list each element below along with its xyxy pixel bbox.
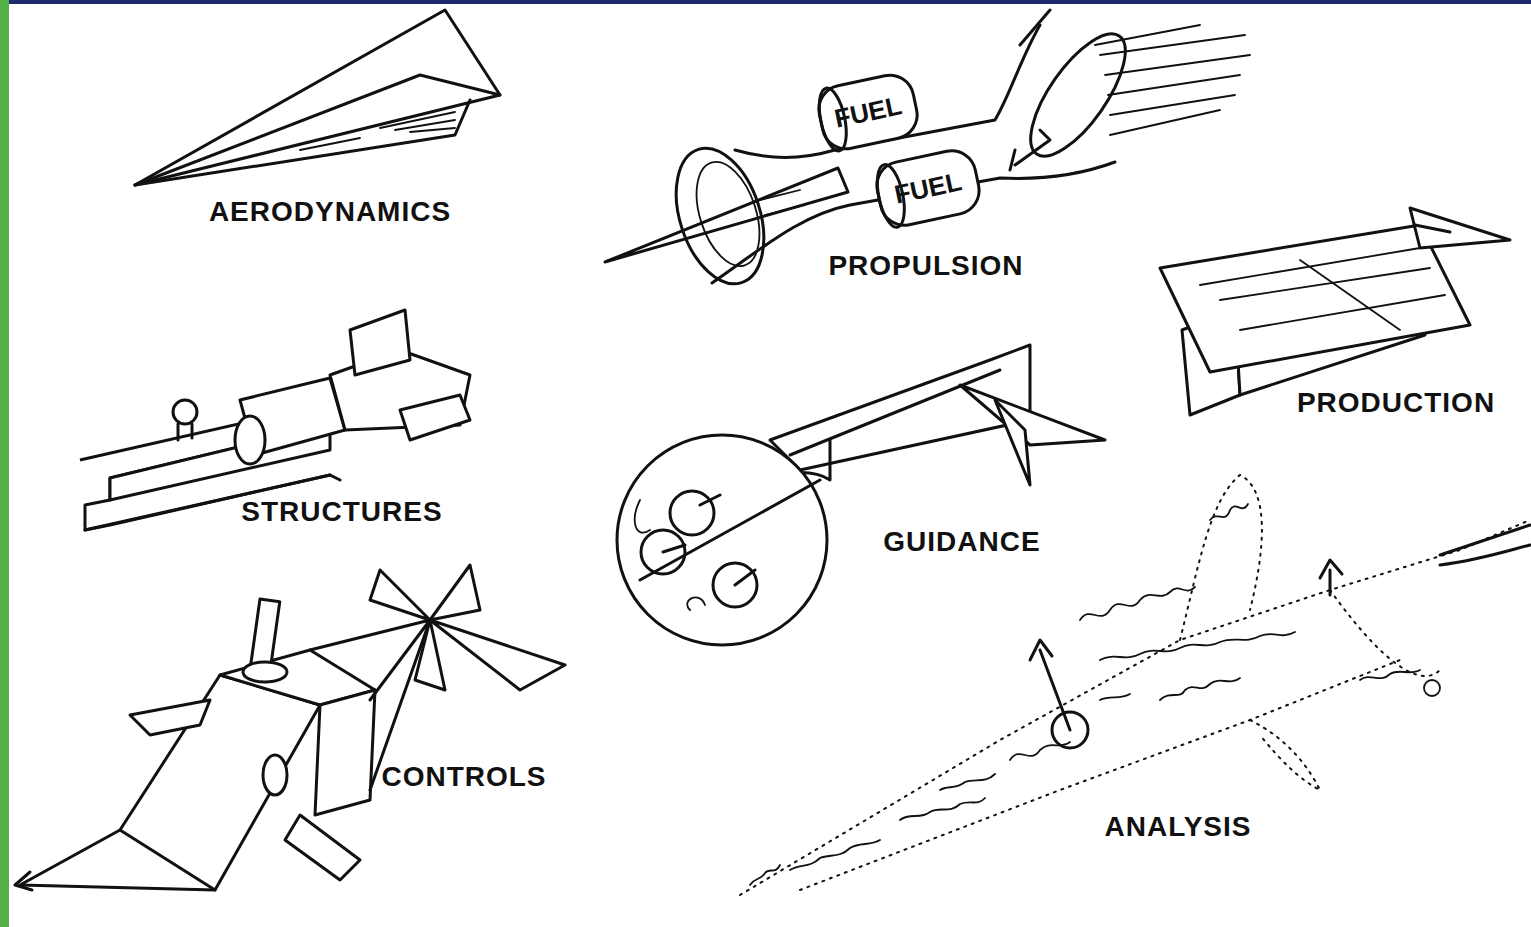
control-section-part xyxy=(415,620,445,690)
analysis-sketch-part xyxy=(1424,680,1440,696)
analysis-sketch-part xyxy=(800,660,1400,890)
analysis-sketch xyxy=(740,475,1530,895)
control-section-part xyxy=(15,872,32,890)
structural-parts-part xyxy=(173,400,197,424)
guided-missile-part xyxy=(960,385,1105,445)
analysis-sketch-part xyxy=(900,798,985,820)
structural-parts-part xyxy=(350,310,410,375)
control-section-part xyxy=(250,599,280,671)
analysis-sketch-part xyxy=(1250,720,1320,790)
control-section-part xyxy=(120,675,320,890)
ramjet-part-part xyxy=(872,146,983,229)
analysis-sketch-part xyxy=(1030,640,1070,730)
guided-missile-part xyxy=(617,435,827,645)
ramjet-part xyxy=(1095,25,1250,135)
analysis-sketch-part xyxy=(750,840,880,885)
wooden-model xyxy=(1160,208,1510,415)
analysis-sketch-part xyxy=(1100,678,1240,700)
control-section-part xyxy=(243,662,287,682)
discipline-label: STRUCTURES xyxy=(241,498,442,526)
analysis-sketch-part xyxy=(740,520,1530,895)
ramjet-part-part xyxy=(814,71,921,154)
control-section-part xyxy=(315,690,375,815)
paper-plane xyxy=(135,10,500,185)
analysis-sketch-part xyxy=(940,742,1070,790)
discipline-label: GUIDANCE xyxy=(883,528,1040,556)
ramjet-part xyxy=(872,146,983,229)
guided-missile-part xyxy=(635,500,705,610)
discipline-label: ANALYSIS xyxy=(1104,813,1251,841)
control-section-part xyxy=(20,830,215,890)
ramjet-part xyxy=(814,71,921,154)
discipline-label: CONTROLS xyxy=(381,763,546,791)
analysis-sketch-part xyxy=(1180,475,1262,640)
ramjet-part xyxy=(735,25,1040,158)
structural-parts-part xyxy=(178,424,192,440)
ramjet-part xyxy=(1014,20,1142,170)
paper-plane-part xyxy=(300,112,455,150)
structural-parts xyxy=(80,310,470,530)
structural-parts-part xyxy=(400,395,470,440)
page-frame-part xyxy=(0,0,1531,4)
control-section-part xyxy=(430,565,480,620)
paper-plane-part xyxy=(135,100,470,185)
page-frame-part xyxy=(0,0,9,927)
ramjet xyxy=(605,10,1250,295)
guided-missile xyxy=(617,345,1105,645)
wooden-model-part xyxy=(1200,248,1445,330)
paper-plane-part xyxy=(135,10,500,185)
structural-parts-part xyxy=(235,416,265,464)
control-section-part xyxy=(430,620,565,690)
discipline-label: PRODUCTION xyxy=(1297,389,1495,417)
analysis-sketch-part xyxy=(1210,504,1420,680)
control-section-part xyxy=(285,815,360,880)
ramjet-part xyxy=(605,168,848,262)
analysis-sketch-part xyxy=(1320,560,1342,595)
analysis-sketch-part xyxy=(1440,525,1530,565)
guided-missile-part xyxy=(640,480,820,585)
control-section xyxy=(15,565,565,890)
analysis-sketch-part xyxy=(1080,587,1195,620)
control-section-part xyxy=(263,755,287,795)
ramjet-part xyxy=(685,154,772,274)
paper-plane-part xyxy=(135,75,500,185)
ramjet-part xyxy=(760,190,805,215)
analysis-sketch-part xyxy=(1100,632,1295,660)
control-section-part xyxy=(130,700,210,735)
ramjet-part xyxy=(660,137,779,295)
ramjet-part xyxy=(1010,10,1050,170)
control-section-part xyxy=(370,570,430,620)
discipline-label: AERODYNAMICS xyxy=(209,198,451,226)
wooden-model-part xyxy=(1415,225,1450,232)
guided-missile-part xyxy=(995,400,1030,485)
analysis-sketch-part xyxy=(1330,590,1440,676)
discipline-label: PROPULSION xyxy=(828,252,1023,280)
wooden-model-part xyxy=(1410,208,1510,248)
guided-missile-part xyxy=(670,491,714,535)
guided-missile-part xyxy=(790,370,1000,455)
